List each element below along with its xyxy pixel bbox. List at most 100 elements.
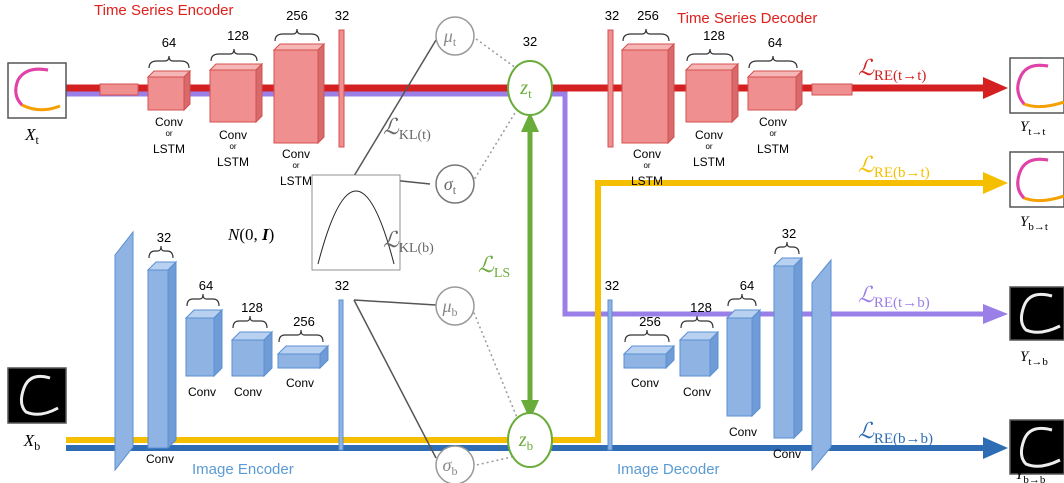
ts-dec-dim-256: 256 [637,8,659,23]
ts-enc-dim-32: 32 [335,8,349,23]
ts-dec-layer-128 [684,62,740,124]
ts-dec-dim-128: 128 [703,28,725,43]
img-dec-dim-32: 32 [782,226,796,241]
img-dec-conv-32: Conv [773,447,801,461]
ts-dec-layer-32 [607,29,614,148]
sigma-b-node [435,445,475,483]
img-dec-layer-32-latent [607,299,613,451]
z-t-label: zt [519,77,532,101]
mu-t-label: μt [443,26,457,49]
svg-text:Conv: Conv [695,128,723,142]
y-tt-output-image [1009,57,1064,114]
svg-text:or: or [769,129,776,138]
svg-text:LSTM: LSTM [280,174,312,188]
prior-label: N(0, I) [227,225,274,244]
ts-enc-layer-64 [146,69,192,112]
svg-text:or: or [229,142,236,151]
ts-enc-dim-64: 64 [162,35,176,50]
ts-output-block [811,83,853,96]
ts-decoder-title: Time Series Decoder [677,10,817,27]
svg-text:or: or [292,161,299,170]
ts-enc-label-256: Conv or LSTM [280,147,312,188]
y-bt-label: Yb→t [1020,214,1048,233]
ls-loss: ℒLS [478,252,510,281]
x-b-input-image [7,367,67,424]
img-encoder [114,230,344,472]
svg-text:or: or [165,129,172,138]
ts-dec-layer-64 [746,69,804,112]
img-dec-layer-256 [622,344,676,370]
img-dec-layer-64 [725,308,762,418]
x-b-label: Xb [23,431,40,453]
re-tt-arrowhead [983,77,1008,99]
ts-enc-layer-128 [208,62,264,124]
img-enc-layer-32-latent [338,299,344,451]
mu-b-node [435,286,475,326]
ts-enc-layer-32 [338,29,345,148]
svg-text:LSTM: LSTM [693,155,725,169]
ts-encoder [99,29,345,148]
re-tt-loss: ℒRE(t→t) [858,55,926,84]
img-enc-conv-128: Conv [234,385,262,399]
img-dec-dim-128: 128 [690,300,712,315]
y-bb-label: Yb→b [1015,467,1046,483]
prior-plot [311,174,401,271]
sigma-t-node [435,164,475,204]
ts-dec-layer-256 [620,42,676,145]
y-bb-output-image [1009,419,1064,475]
ts-decoder [607,29,853,148]
img-dec-conv-256: Conv [631,376,659,390]
img-dec-dim-32-latent: 32 [605,278,619,293]
z-t-dim: 32 [523,34,537,49]
ts-encoder-title: Time Series Encoder [94,2,234,19]
re-bb-loss: ℒRE(b→b) [858,418,933,447]
y-tb-output-image [1009,286,1064,341]
x-t-input-image [7,62,67,119]
ts-enc-label-128: Conv or LSTM [217,128,249,169]
ts-enc-dim-128: 128 [227,28,249,43]
ts-enc-dim-256: 256 [286,8,308,23]
svg-text:LSTM: LSTM [217,155,249,169]
b-to-t-flow-line [66,180,985,443]
img-enc-dim-32: 32 [157,230,171,245]
img-dec-conv-128: Conv [683,385,711,399]
svg-text:Conv: Conv [282,147,310,161]
ts-dec-dim-32: 32 [605,8,619,23]
svg-text:Conv: Conv [219,128,247,142]
img-enc-dim-128: 128 [241,300,263,315]
re-tb-loss: ℒRE(t→b) [858,282,930,311]
img-decoder-title: Image Decoder [617,461,720,478]
dimension-braces [148,28,800,343]
latent-similarity-arrow [521,112,539,420]
img-enc-dim-32-latent: 32 [335,278,349,293]
img-enc-conv-32: Conv [146,452,174,466]
img-encoder-title: Image Encoder [192,461,294,478]
prior-curve [317,190,395,265]
re-bt-loss: ℒRE(b→t) [858,152,930,181]
svg-text:Conv: Conv [155,115,183,129]
z-b-node [507,412,553,468]
img-output-slab [811,258,832,472]
img-decoder [607,256,832,472]
sigma-b-label: σb [443,455,458,478]
ts-enc-label-64: Conv or LSTM [153,115,185,156]
img-enc-conv-256: Conv [286,376,314,390]
img-enc-conv-64: Conv [188,385,216,399]
img-enc-layer-256 [276,344,330,370]
svg-text:LSTM: LSTM [631,174,663,188]
svg-text:Conv: Conv [759,115,787,129]
ts-input-block [99,83,139,96]
latent-connectors [353,35,519,467]
img-enc-layer-64 [184,308,224,378]
y-tt-label: Yt→t [1020,119,1045,138]
svg-text:LSTM: LSTM [757,142,789,156]
ts-dec-label-256: Conv or LSTM [631,147,663,188]
x-t-label: Xt [24,125,39,147]
svg-text:or: or [643,161,650,170]
re-tb-arrowhead [983,304,1008,324]
svg-text:LSTM: LSTM [153,142,185,156]
re-bb-arrowhead [983,437,1008,459]
re-bt-arrowhead [983,172,1008,194]
ts-dec-label-64: Conv or LSTM [757,115,789,156]
